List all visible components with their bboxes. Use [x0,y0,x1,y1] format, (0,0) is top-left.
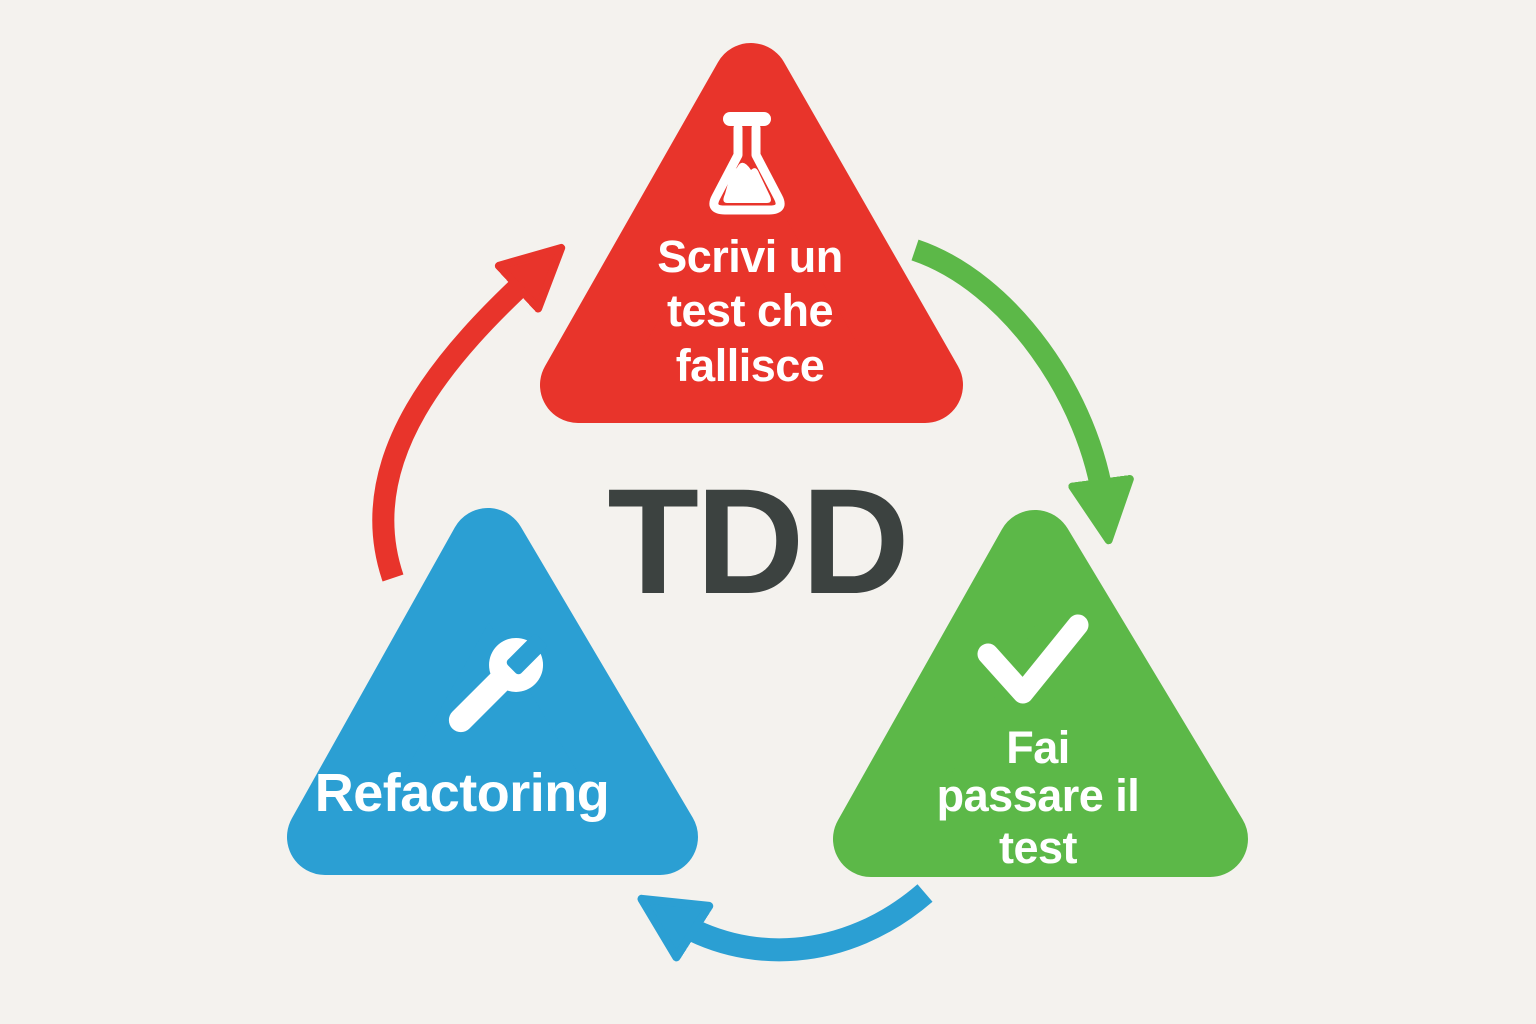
write-test-triangle [540,43,963,423]
pass-test-label: Fai passare il test [937,722,1140,873]
write-test-triangle-shape [540,43,963,423]
pass-test-label-line2: passare il [937,770,1140,821]
blue-arrow [637,884,933,962]
red-arrow [372,243,566,582]
write-test-label: Scrivi un test che fallisce [657,231,843,391]
write-test-label-line1: Scrivi un [657,231,843,282]
green-arrow [911,239,1134,545]
pass-test-label-line1: Fai [1006,722,1070,773]
refactoring-label: Refactoring [315,763,610,823]
write-test-label-line2: test che [667,285,833,336]
flask-icon [709,112,785,215]
wrench-notch [506,634,547,675]
wrench-icon [448,634,547,733]
pass-test-triangle-shape [833,510,1248,877]
tdd-title: TDD [607,457,906,625]
write-test-label-line3: fallisce [676,340,825,391]
checkmark-icon [977,614,1089,704]
pass-test-label-line3: test [999,822,1078,873]
refactoring-label-line1: Refactoring [315,763,610,823]
pass-test-triangle [833,510,1248,877]
